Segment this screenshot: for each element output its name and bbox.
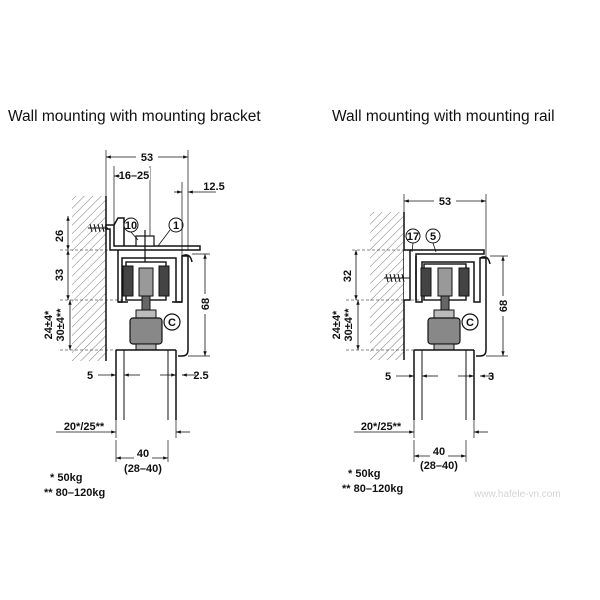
right-dim-door-thickness: 20*/25** bbox=[354, 420, 488, 438]
left-callout-c: C bbox=[163, 313, 181, 331]
right-dim-68: 68 bbox=[486, 255, 510, 357]
svg-text:40: 40 bbox=[137, 448, 149, 460]
left-wall bbox=[72, 196, 106, 361]
svg-text:68: 68 bbox=[200, 298, 212, 310]
left-door-panel bbox=[115, 349, 177, 420]
right-roller-carriage bbox=[420, 263, 470, 317]
svg-text:40: 40 bbox=[433, 446, 445, 458]
svg-text:30±4**: 30±4** bbox=[55, 308, 67, 342]
right-load-light: * 50kg bbox=[348, 468, 380, 480]
left-drawing: 10 1 C 53 16–25 bbox=[43, 150, 225, 499]
title-wall-bracket: Wall mounting with mounting bracket bbox=[8, 108, 261, 125]
left-dim-gap: 24±4* 30±4** bbox=[43, 299, 126, 351]
svg-text:53: 53 bbox=[141, 152, 153, 164]
left-dim-2-5: 2.5 bbox=[160, 370, 209, 382]
left-wall-screw bbox=[88, 223, 108, 233]
right-track-rail bbox=[415, 256, 491, 357]
svg-text:33: 33 bbox=[54, 269, 66, 281]
left-dim-68: 68 bbox=[188, 253, 212, 357]
svg-text:68: 68 bbox=[498, 300, 510, 312]
svg-text:26: 26 bbox=[54, 230, 66, 242]
svg-text:32: 32 bbox=[342, 270, 354, 282]
watermark: www.hafele-vn.com bbox=[473, 489, 561, 500]
right-dim-3: 3 bbox=[458, 371, 494, 383]
svg-text:(28–40): (28–40) bbox=[420, 460, 458, 472]
left-bracket-bolt bbox=[135, 230, 155, 262]
svg-text:20*/25**: 20*/25** bbox=[64, 421, 105, 433]
svg-text:16–25: 16–25 bbox=[119, 170, 150, 182]
left-callout-1: 1 bbox=[157, 217, 184, 247]
svg-text:53: 53 bbox=[439, 196, 451, 208]
right-dim-gap: 24±4* 30±4** bbox=[331, 299, 424, 351]
left-track-rail bbox=[117, 250, 193, 357]
left-roller-carriage bbox=[122, 261, 170, 317]
left-dim-5: 5 bbox=[87, 370, 140, 382]
svg-text:24±4*: 24±4* bbox=[331, 310, 343, 339]
svg-text:10: 10 bbox=[125, 220, 137, 232]
left-dim-16-25: 16–25 bbox=[113, 166, 151, 236]
left-dim-53: 53 bbox=[105, 150, 189, 250]
right-drawing: 17 5 C 53 32 bbox=[331, 194, 510, 495]
left-door-fitting bbox=[129, 309, 163, 351]
left-dim-33: 33 bbox=[54, 249, 118, 300]
left-callout-10: 10 bbox=[123, 217, 139, 241]
left-dim-door-thickness: 20*/25** bbox=[56, 420, 190, 438]
left-load-light: * 50kg bbox=[50, 472, 82, 484]
svg-text:1: 1 bbox=[173, 220, 179, 232]
svg-text:C: C bbox=[466, 317, 474, 329]
right-dim-5: 5 bbox=[385, 371, 438, 383]
left-dim-40: 40 (28–40) bbox=[115, 440, 169, 475]
right-callout-17: 17 bbox=[405, 228, 421, 253]
svg-text:(28–40): (28–40) bbox=[124, 463, 162, 475]
svg-text:2.5: 2.5 bbox=[193, 370, 208, 382]
svg-text:24±4*: 24±4* bbox=[43, 310, 55, 339]
left-mounting-bracket bbox=[105, 217, 201, 251]
svg-text:C: C bbox=[168, 317, 176, 329]
svg-text:20*/25**: 20*/25** bbox=[361, 421, 402, 433]
svg-text:5: 5 bbox=[385, 371, 391, 383]
svg-text:5: 5 bbox=[430, 231, 436, 243]
right-dim-53: 53 bbox=[403, 194, 487, 258]
svg-text:12.5: 12.5 bbox=[203, 181, 224, 193]
right-dim-32: 32 bbox=[342, 249, 410, 300]
right-callout-c: C bbox=[461, 313, 479, 331]
right-door-panel bbox=[413, 349, 475, 420]
left-dim-26: 26 bbox=[54, 216, 70, 250]
right-wall bbox=[370, 212, 404, 360]
right-load-heavy: ** 80–120kg bbox=[342, 483, 403, 495]
right-door-fitting bbox=[427, 309, 461, 351]
svg-text:3: 3 bbox=[488, 371, 494, 383]
right-wall-screw bbox=[384, 273, 410, 283]
svg-text:5: 5 bbox=[87, 370, 93, 382]
left-dim-12-5: 12.5 bbox=[174, 181, 225, 256]
svg-text:17: 17 bbox=[407, 231, 419, 243]
svg-text:30±4**: 30±4** bbox=[343, 308, 355, 342]
left-load-heavy: ** 80–120kg bbox=[44, 487, 105, 499]
right-callout-5: 5 bbox=[425, 228, 441, 253]
title-wall-rail: Wall mounting with mounting rail bbox=[332, 108, 555, 125]
right-dim-40: 40 (28–40) bbox=[413, 440, 467, 472]
